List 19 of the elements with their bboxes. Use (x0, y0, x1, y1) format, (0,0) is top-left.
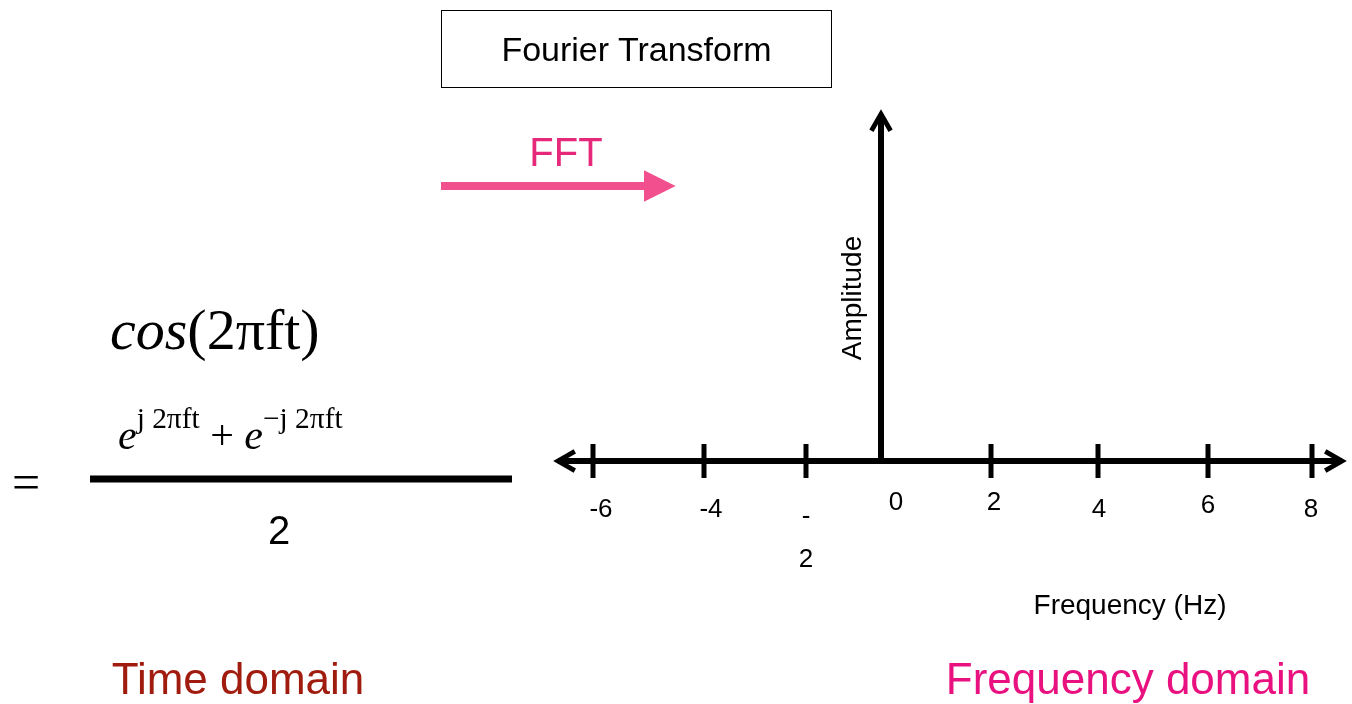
tick-label: 0 (888, 487, 904, 516)
equals-sign: = (12, 455, 41, 510)
tick-label: 2 (986, 487, 1002, 516)
tick-label: 6 (1200, 490, 1216, 519)
axis-title: Amplitude (836, 235, 868, 361)
formula-denominator: 2 (267, 508, 291, 552)
formula-numerator: e$^{j 2πft}$ + e$^{−j 2πft}$ (118, 402, 343, 458)
axis-title: Frequency (Hz) (1033, 590, 1227, 621)
tick-label: -2 (798, 499, 814, 575)
tick-label: -4 (699, 494, 723, 523)
domain-label: Time domain (111, 655, 365, 704)
domain-label: Frequency domain (945, 655, 1311, 704)
title-box (441, 10, 832, 88)
box-title: Fourier Transform (501, 29, 772, 69)
tick-label: -6 (589, 494, 613, 523)
arrow-label: FFT (529, 130, 603, 174)
formula: cos(2πft) (110, 298, 320, 362)
tick-label: 4 (1091, 494, 1107, 523)
tick-label: 8 (1303, 494, 1319, 523)
